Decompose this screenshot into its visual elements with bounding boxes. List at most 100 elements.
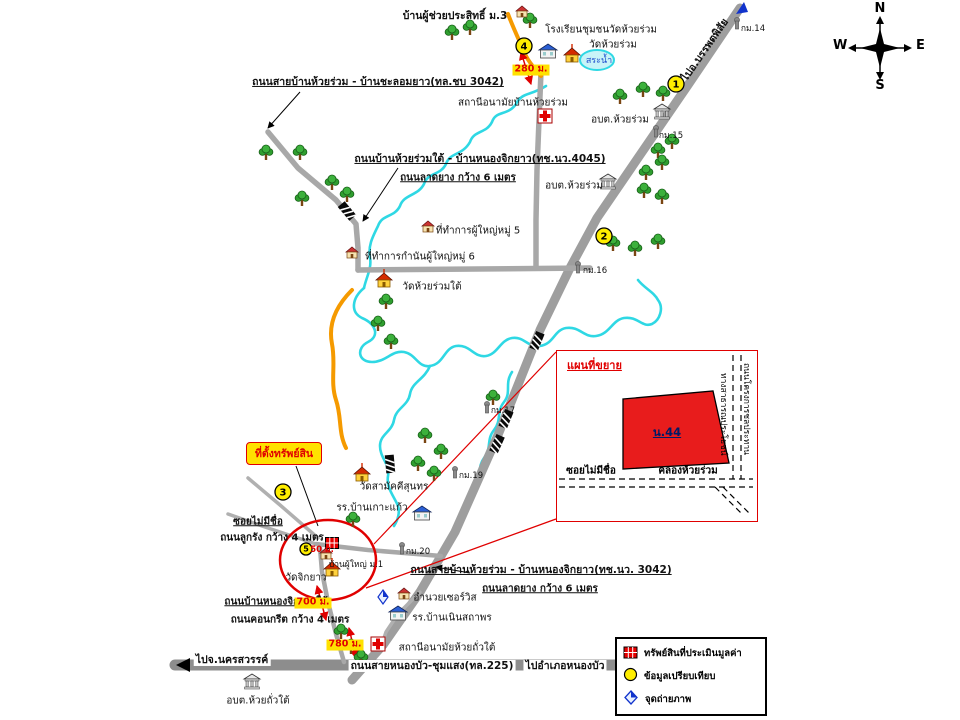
comparison-point-number: 2 <box>601 232 608 243</box>
temple-icon <box>563 43 581 63</box>
road-soi-west <box>226 512 318 546</box>
tree-icon <box>343 638 359 655</box>
road-mid-horizontal <box>355 265 593 273</box>
photo-icon <box>377 589 389 605</box>
tree-icon <box>383 333 399 350</box>
tree-icon <box>654 188 670 205</box>
school-icon <box>412 505 432 521</box>
inset-canal-label: คลองห้วยร่วม <box>658 465 718 477</box>
river-upper <box>362 84 548 290</box>
rivers-layer <box>352 49 663 528</box>
km-icon <box>452 466 458 479</box>
bank-icon <box>653 103 671 120</box>
inset-road-outer-label: ถนนโครงการชลประทาน <box>741 363 751 455</box>
comparison-point: 5 <box>299 542 313 556</box>
km-icon <box>399 542 405 555</box>
inset-connector-lines <box>365 351 557 589</box>
inset-connector-bottom <box>365 518 557 589</box>
comparison-point: 1 <box>667 75 685 93</box>
tree-icon <box>378 293 394 310</box>
pointer-road-mid <box>362 167 399 222</box>
tree-icon <box>417 427 433 444</box>
compass-east-label: E <box>916 38 925 53</box>
legend-label-property: ทรัพย์สินที่ประเมินมูลค่า <box>644 648 742 659</box>
icons-layer <box>243 5 740 690</box>
tree-icon <box>410 455 426 472</box>
legend-label-comparison: ข้อมูลเปรียบเทียบ <box>644 671 716 682</box>
house-icon <box>515 5 529 18</box>
tree-icon <box>627 240 643 257</box>
km-icon <box>734 17 740 30</box>
tree-icon <box>324 174 340 191</box>
legend-row-comparison: ข้อมูลเปรียบเทียบ <box>623 667 759 686</box>
tree-icon <box>462 19 478 36</box>
arrow-to-nakhonsawan <box>176 658 190 672</box>
tree-icon <box>638 164 654 181</box>
parcel-polygon <box>622 390 730 470</box>
compass-rose: N S W E <box>832 1 928 98</box>
compass-south-label: S <box>875 78 885 93</box>
health-icon <box>370 636 386 652</box>
inset-road-inner-label: ทางสาธารณประโยชน์ <box>718 373 728 456</box>
property-icon <box>325 537 339 549</box>
river-main <box>352 278 663 368</box>
property-highlight-circle <box>278 518 378 602</box>
tree-icon <box>650 233 666 250</box>
compass-north-label: N <box>874 1 886 16</box>
parcel-label: น.44 <box>652 425 682 439</box>
bank-icon <box>243 673 261 690</box>
km-icon <box>575 261 581 274</box>
comparison-icon <box>623 667 638 686</box>
tree-icon <box>655 85 671 102</box>
comparison-point: 2 <box>595 227 613 245</box>
callout-pointer <box>295 465 319 527</box>
river-branch-south <box>378 364 432 528</box>
tree-icon <box>426 465 442 482</box>
tree-icon <box>258 144 274 161</box>
tree-icon <box>635 81 651 98</box>
pointer-lines <box>267 91 471 574</box>
compass-west-label: W <box>833 38 848 53</box>
tree-icon <box>664 133 680 150</box>
comparison-point-number: 5 <box>303 545 309 554</box>
tree-icon <box>444 24 460 41</box>
road-village-vertical <box>533 69 544 271</box>
road-orange-west <box>329 288 354 450</box>
km-icon <box>653 125 659 138</box>
arrow-to-banphot-blue <box>736 2 748 14</box>
temple-icon <box>353 462 371 482</box>
tree-icon <box>636 182 652 199</box>
tree-icon <box>612 88 628 105</box>
legend-row-property: ทรัพย์สินที่ประเมินมูลค่า <box>623 644 759 663</box>
photo-icon <box>623 690 639 709</box>
school-icon <box>538 43 558 59</box>
km-icon <box>484 401 490 414</box>
house-icon <box>397 587 411 600</box>
map-legend: ทรัพย์สินที่ประเมินมูลค่า ข้อมูลเปรียบเท… <box>615 637 767 716</box>
property-location-callout: ที่ตั้งทรัพย์สิน <box>246 442 323 465</box>
bridge-icon <box>383 453 397 475</box>
temple-icon <box>323 557 341 577</box>
inset-map: แผนที่ขยาย น.44 ซอยไม่มีชื่อ คลองห้วยร่ว… <box>556 350 758 522</box>
inset-canal-line-1 <box>714 486 744 516</box>
house-icon <box>421 220 435 233</box>
comparison-point: 4 <box>515 37 533 55</box>
comparison-point-number: 4 <box>521 42 528 53</box>
pointer-road-nw <box>267 91 301 129</box>
health-icon <box>537 108 553 124</box>
tree-icon <box>433 443 449 460</box>
road-soi-northwest <box>246 476 320 540</box>
road-northwest <box>265 129 361 273</box>
inset-canvas <box>559 355 753 516</box>
tree-icon <box>339 186 355 203</box>
pond <box>579 49 615 71</box>
inset-title: แผนที่ขยาย <box>567 359 622 372</box>
inset-connector-top <box>373 351 557 545</box>
compass-graphic <box>848 16 912 80</box>
comparison-point: 3 <box>274 483 292 501</box>
bank-icon <box>599 173 617 190</box>
inset-soi-label: ซอยไม่มีชื่อ <box>566 465 616 477</box>
legend-label-photo: จุดถ่ายภาพ <box>645 694 692 705</box>
